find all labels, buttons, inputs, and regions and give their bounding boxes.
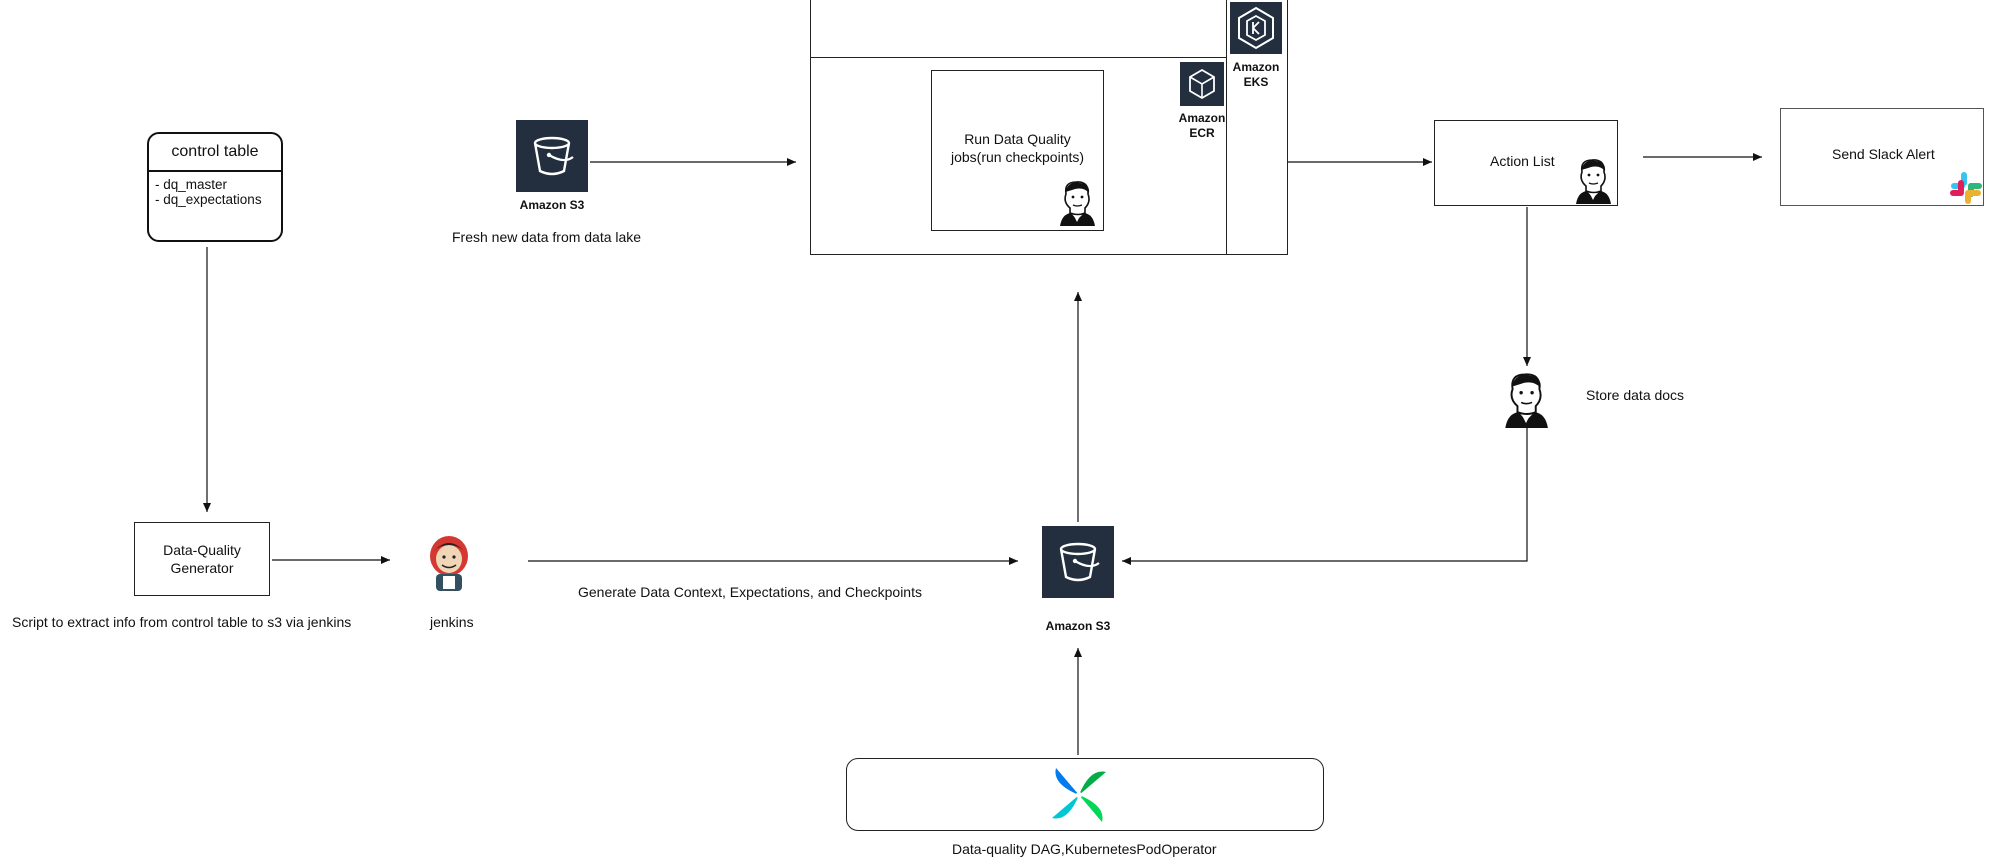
- eks-column-divider: [1226, 0, 1228, 255]
- eks-label: Amazon EKS: [1224, 60, 1288, 90]
- amazon-s3-icon: [516, 120, 588, 192]
- amazon-eks-icon: [1230, 2, 1282, 54]
- generator-caption: Script to extract info from control tabl…: [12, 614, 352, 630]
- eks-label-line1: Amazon: [1232, 60, 1280, 74]
- action-list-label: Action List: [1490, 153, 1555, 169]
- control-table-item: - dq_master: [155, 177, 228, 192]
- great-expectations-icon: [1058, 180, 1096, 226]
- control-table-box: control table - dq_master - dq_expectati…: [147, 132, 283, 242]
- generator-label-line1: Data-Quality: [163, 542, 241, 558]
- jenkins-icon: [422, 532, 476, 594]
- ecr-label: Amazon ECR: [1170, 111, 1234, 141]
- slack-alert-box: [1780, 108, 1984, 206]
- jenkins-caption: jenkins: [430, 614, 474, 630]
- control-table-title: control table: [149, 134, 281, 172]
- s3-top-caption: Fresh new data from data lake: [452, 229, 642, 245]
- airflow-icon: [1048, 764, 1110, 826]
- ecr-label-line2: ECR: [1189, 126, 1215, 140]
- store-docs-caption: Store data docs: [1586, 387, 1685, 403]
- slack-alert-label: Send Slack Alert: [1832, 146, 1935, 162]
- s3-bottom-service-label: Amazon S3: [1045, 619, 1111, 633]
- ecr-label-line1: Amazon: [1178, 111, 1226, 125]
- airflow-caption: Data-quality DAG,KubernetesPodOperator: [952, 841, 1217, 857]
- data-quality-generator-box: Data-Quality Generator: [134, 522, 270, 596]
- run-label-line2: jobs(run checkpoints): [950, 149, 1085, 165]
- generator-label-line2: Generator: [170, 560, 234, 576]
- amazon-s3-icon: [1042, 526, 1114, 598]
- generate-caption: Generate Data Context, Expectations, and…: [578, 584, 922, 600]
- great-expectations-icon: [1574, 158, 1612, 204]
- eks-label-line2: EKS: [1243, 75, 1269, 89]
- control-table-item: - dq_expectations: [155, 192, 262, 207]
- great-expectations-icon: [1502, 372, 1550, 428]
- airflow-box: [846, 758, 1324, 831]
- run-data-quality-label: Run Data Quality jobs(run checkpoints): [931, 130, 1104, 166]
- s3-top-service-label: Amazon S3: [519, 198, 585, 212]
- amazon-ecr-icon: [1180, 62, 1224, 106]
- eks-cluster-divider: [810, 57, 1227, 59]
- slack-icon: [1948, 170, 1984, 206]
- arrow-docs-to-s3: [1122, 428, 1528, 565]
- run-label-line1: Run Data Quality: [964, 131, 1071, 147]
